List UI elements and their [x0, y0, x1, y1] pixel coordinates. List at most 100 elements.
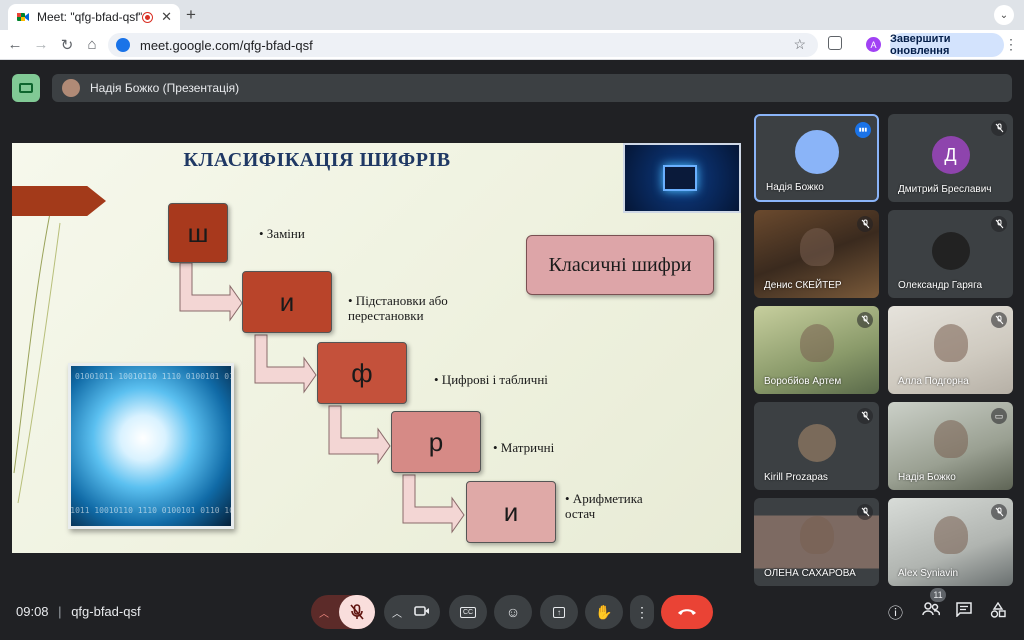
meeting-control-bar: 09:08 | qfg-bfad-qsf ︿ ︿ CC ☺ ↑ ✋ ⋮ ⓘ 11: [0, 580, 1024, 640]
mic-off-icon: [857, 312, 873, 328]
participant-name: Kirill Prozapas: [764, 472, 828, 483]
participant-name: ОЛЕНА САХАРОВА: [764, 568, 856, 579]
participant-name: Денис СКЕЙТЕР: [764, 280, 842, 291]
address-bar[interactable]: meet.google.com/qfg-bfad-qsf ☆: [108, 33, 818, 57]
more-options-button[interactable]: ⋮: [630, 595, 654, 629]
mic-off-icon: [991, 312, 1007, 328]
video-person-silhouette: [799, 228, 834, 266]
speaking-indicator-icon: ▮▮▮: [855, 122, 871, 138]
browser-menu-icon[interactable]: ⋮: [1004, 36, 1018, 52]
new-tab-button[interactable]: +: [186, 5, 196, 24]
video-person-silhouette: [799, 324, 834, 362]
cipher-letter: р: [428, 426, 444, 457]
cipher-letter-box: ш: [168, 203, 228, 263]
cipher-category-label: • Підстановки або перестановки: [348, 293, 448, 323]
extensions-icon[interactable]: [828, 36, 842, 50]
binary-tunnel-image: 01001011 10010110 1110 0100101 0110 1001…: [68, 363, 234, 529]
forward-icon[interactable]: →: [33, 36, 49, 53]
tab-title: Meet: "qfg-bfad-qsf": [37, 10, 143, 24]
presenting-icon: ▭: [991, 408, 1007, 424]
camera-icon: [414, 606, 429, 616]
slide-arrows: [13, 202, 465, 534]
profile-avatar[interactable]: A: [866, 37, 881, 52]
video-person-silhouette: [933, 420, 968, 458]
captions-button[interactable]: CC: [449, 595, 487, 629]
cipher-category-label: • Заміни: [259, 226, 305, 241]
participant-avatar: [797, 424, 836, 462]
chat-button[interactable]: [956, 602, 972, 621]
chat-icon: [956, 602, 972, 618]
presenter-avatar: [62, 79, 80, 97]
meeting-details-icon[interactable]: ⓘ: [888, 605, 904, 622]
participant-tile[interactable]: ОЛЕНА САХАРОВА: [754, 498, 879, 586]
cipher-letter: ф: [351, 357, 373, 388]
update-button[interactable]: Завершити оновлення: [890, 33, 1004, 57]
camera-control-group: ︿: [384, 595, 440, 629]
cipher-letter: и: [279, 286, 295, 317]
tab-close-icon[interactable]: ✕: [161, 9, 172, 24]
clock-text: 09:08: [16, 604, 49, 619]
hand-icon: ✋: [595, 603, 613, 620]
mic-off-button[interactable]: [339, 595, 375, 629]
raise-hand-button[interactable]: ✋: [585, 595, 623, 629]
meet-favicon-icon: [17, 13, 29, 21]
bookmark-star-icon[interactable]: ☆: [793, 36, 806, 52]
mic-off-icon: [857, 408, 873, 424]
tab-search-icon[interactable]: ⌄: [994, 5, 1014, 25]
present-to-all-icon[interactable]: [12, 74, 40, 102]
participant-name: Надія Божко: [898, 472, 956, 483]
people-button[interactable]: [922, 602, 941, 620]
participant-tile[interactable]: Alex Syniavin: [888, 498, 1013, 586]
site-info-icon[interactable]: [116, 38, 130, 52]
back-icon[interactable]: ←: [7, 36, 23, 53]
cipher-category-label: • Цифрові і табличні: [434, 372, 548, 387]
participant-name: Воробйов Артем: [764, 376, 842, 387]
decorative-arrow-banner: [12, 186, 106, 216]
present-screen-icon: ↑: [553, 606, 565, 618]
cipher-letter: ш: [187, 217, 209, 248]
cipher-letter-box: ф: [317, 342, 407, 404]
separator: |: [58, 604, 62, 619]
participant-tile[interactable]: Алла Подгорна: [888, 306, 1013, 394]
mic-options-chevron-icon[interactable]: ︿: [319, 608, 329, 620]
cipher-letter-box: р: [391, 411, 481, 473]
video-person-silhouette: [933, 516, 968, 554]
meeting-code: qfg-bfad-qsf: [71, 604, 141, 619]
reload-icon[interactable]: ↻: [60, 37, 74, 54]
mic-off-icon: [350, 604, 364, 620]
browser-tab[interactable]: Meet: "qfg-bfad-qsf" ✕: [8, 4, 180, 30]
activities-icon: [990, 601, 1006, 618]
mic-control-group: ︿: [311, 595, 375, 629]
participant-tile[interactable]: Надія Божко▮▮▮: [754, 114, 879, 202]
participant-tile[interactable]: Kirill Prozapas: [754, 402, 879, 490]
reactions-button[interactable]: ☺: [494, 595, 532, 629]
participant-tile[interactable]: Олександр Гаряга: [888, 210, 1013, 298]
cipher-letter: и: [503, 496, 519, 527]
leave-call-button[interactable]: [661, 595, 713, 629]
participant-tile[interactable]: Воробйов Артем: [754, 306, 879, 394]
binary-text: 01001011 10010110 1110 0100101 0110 1001…: [75, 372, 234, 381]
more-vert-icon: ⋮: [635, 603, 649, 620]
participant-tile[interactable]: Денис СКЕЙТЕР: [754, 210, 879, 298]
binary-text: 01001011 10010110 1110 0100101 0110 1001…: [70, 506, 234, 515]
video-person-silhouette: [799, 516, 834, 554]
participant-tile[interactable]: Надія Божко ▭: [888, 402, 1013, 490]
classic-ciphers-box: Класичні шифри: [526, 235, 714, 295]
browser-toolbar: ← → ↻ ⌂ meet.google.com/qfg-bfad-qsf ☆ A…: [0, 30, 1024, 60]
present-button[interactable]: ↑: [540, 595, 578, 629]
camera-button[interactable]: [414, 604, 430, 620]
home-icon[interactable]: ⌂: [87, 36, 97, 53]
activities-button[interactable]: [990, 601, 1006, 622]
meeting-time: 09:08 | qfg-bfad-qsf: [16, 604, 141, 619]
cipher-category-label: • Арифметика остач: [565, 491, 643, 521]
mic-off-icon: [991, 504, 1007, 520]
video-person-silhouette: [933, 324, 968, 362]
cipher-letter-box: и: [242, 271, 332, 333]
slide-title: КЛАСИФІКАЦІЯ ШИФРІВ: [183, 149, 451, 171]
camera-options-chevron-icon[interactable]: ︿: [392, 608, 402, 620]
presenter-bar: Надія Божко (Презентація): [52, 74, 1012, 102]
mic-off-icon: [991, 120, 1007, 136]
participant-count-badge: 11: [930, 588, 946, 602]
browser-tab-bar: Meet: "qfg-bfad-qsf" ✕ + ⌄: [0, 0, 1024, 30]
